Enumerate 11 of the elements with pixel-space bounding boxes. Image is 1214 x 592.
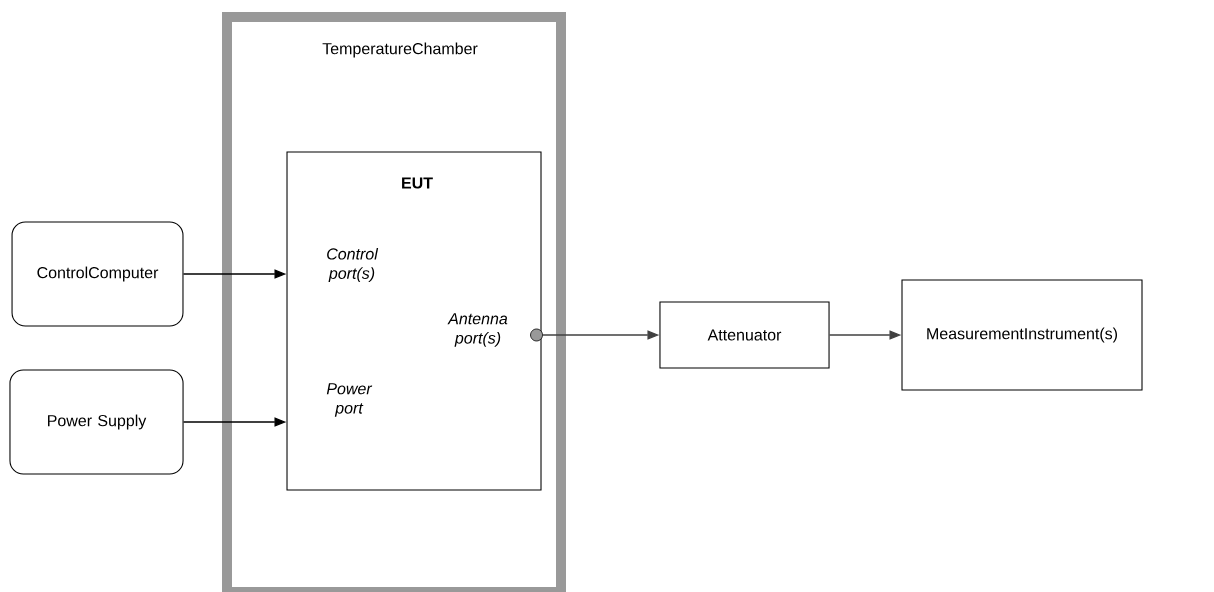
rounded-box: ControlComputer [11,221,184,327]
chamber-frame [222,12,566,592]
eut-box [286,151,543,491]
chamber-label: TemperatureChamber [322,42,478,58]
port-label: Antenna port(s) [447,313,508,347]
process-box: MeasurementInstrument(s) [901,279,1143,391]
port-label: Control port(s) [327,247,379,283]
box-title: EUT [402,177,433,189]
port-label: Power port [326,383,373,417]
process-box: Attenuator [659,301,830,369]
rounded-box: Power Supply [9,369,184,475]
